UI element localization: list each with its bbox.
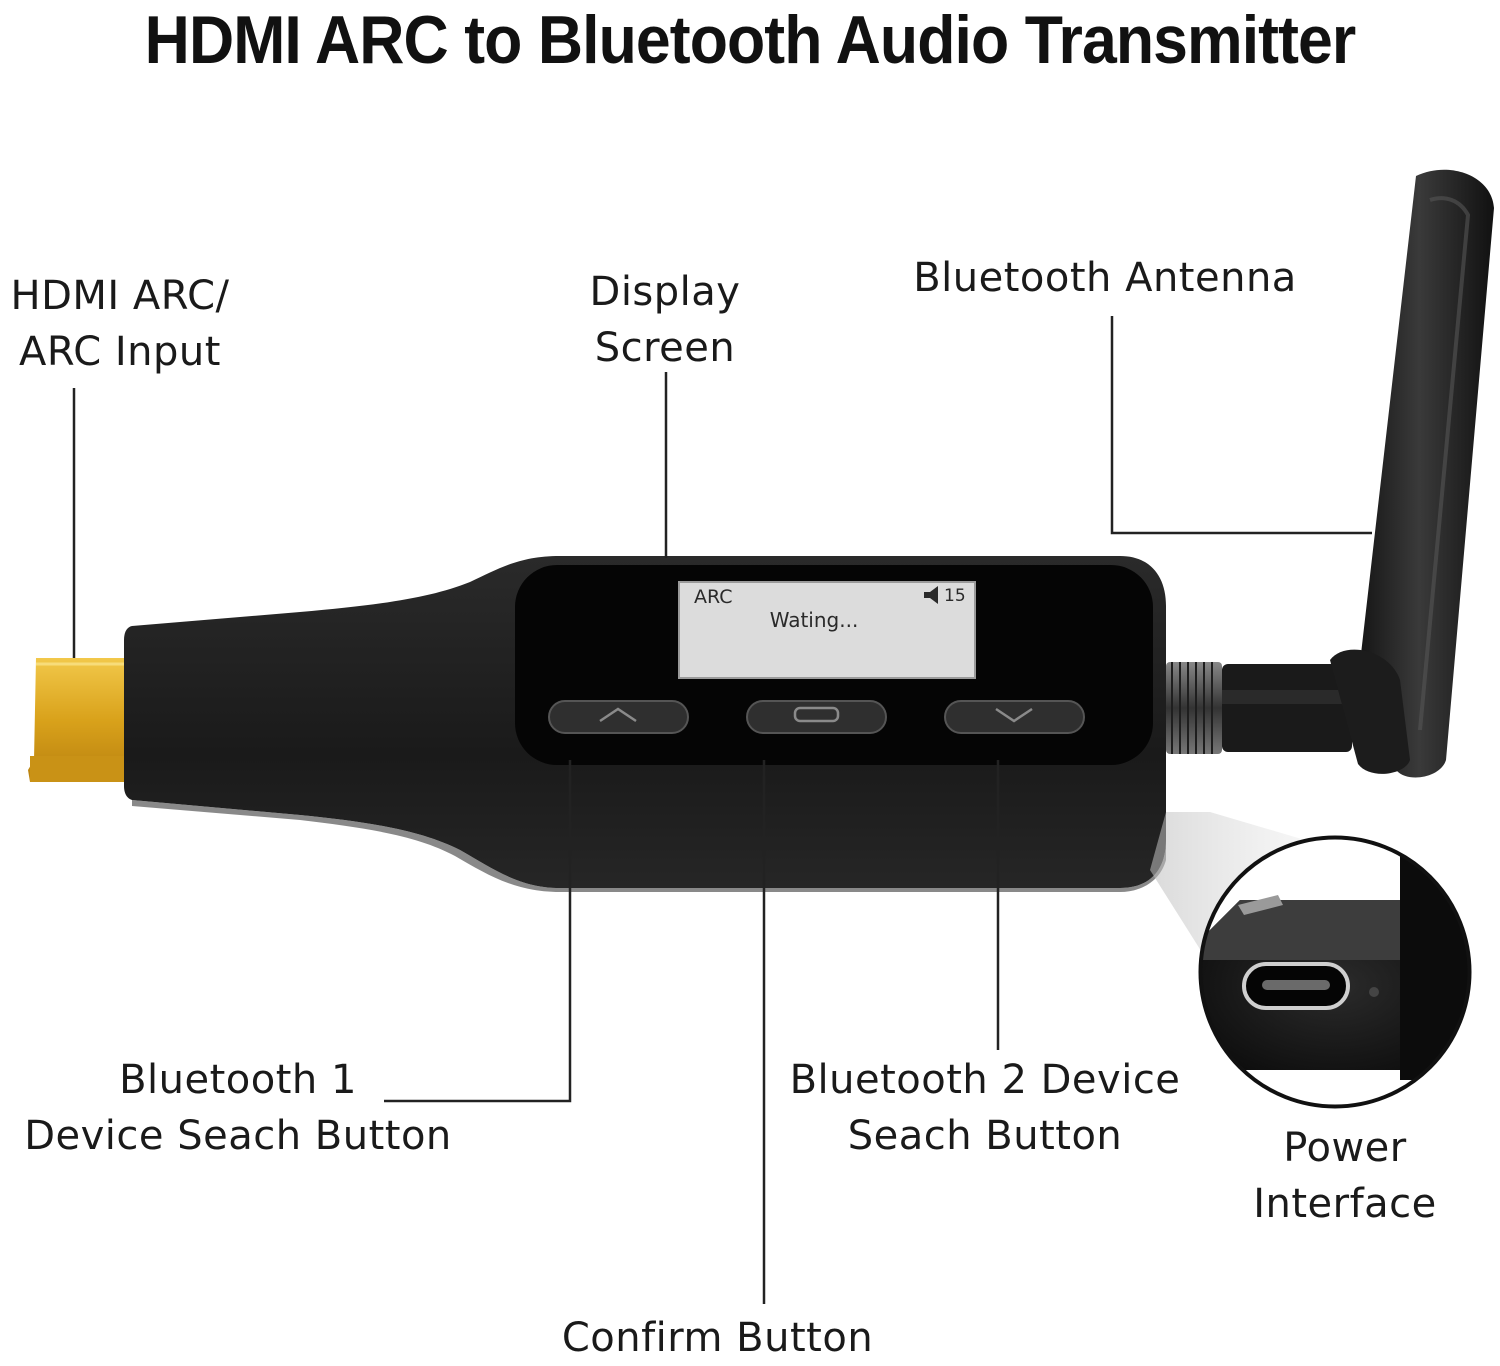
label-power-interface-line1: Power — [1283, 1125, 1407, 1171]
label-hdmi-input-line2: ARC Input — [19, 329, 221, 375]
label-power-interface-line2: Interface — [1253, 1181, 1437, 1227]
bluetooth-antenna — [1330, 169, 1494, 778]
label-hdmi-input: HDMI ARC/ ARC Input — [0, 268, 240, 380]
label-power-interface: Power Interface — [1230, 1120, 1460, 1232]
label-confirm-button: Confirm Button — [545, 1310, 890, 1366]
bt1-search-button[interactable] — [548, 700, 689, 734]
label-hdmi-input-line1: HDMI ARC/ — [10, 273, 230, 319]
label-bluetooth-antenna-line1: Bluetooth Antenna — [913, 255, 1297, 301]
leader-line-antenna — [1110, 316, 1372, 535]
label-bt2-button: Bluetooth 2 Device Seach Button — [775, 1052, 1195, 1164]
power-interface-zoom — [1198, 835, 1472, 1109]
volume-icon — [924, 586, 938, 604]
leader-line-bt1 — [384, 760, 572, 1103]
page-title: HDMI ARC to Bluetooth Audio Transmitter — [144, 2, 1357, 78]
hdmi-plug — [28, 658, 128, 782]
label-display-screen-line1: Display — [589, 269, 741, 315]
screen-status-text: Wating... — [770, 608, 859, 632]
label-display-screen: Display Screen — [560, 264, 770, 376]
antenna-connector — [1166, 662, 1352, 754]
label-bt1-button-line2: Device Seach Button — [24, 1113, 452, 1159]
display-screen: ARC 15 Wating... — [678, 581, 976, 679]
chevron-down-icon — [995, 707, 1033, 723]
label-bt2-button-line1: Bluetooth 2 Device — [789, 1057, 1181, 1103]
confirm-icon — [793, 706, 840, 723]
label-bt1-button-line1: Bluetooth 1 — [119, 1057, 357, 1103]
leader-lines — [72, 316, 1372, 1304]
chevron-up-icon — [599, 707, 637, 723]
label-bluetooth-antenna: Bluetooth Antenna — [890, 250, 1320, 306]
label-confirm-button-line1: Confirm Button — [561, 1315, 874, 1361]
confirm-button[interactable] — [746, 700, 887, 734]
label-bt2-button-line2: Seach Button — [847, 1113, 1123, 1159]
label-bt1-button: Bluetooth 1 Device Seach Button — [8, 1052, 468, 1164]
screen-volume-value: 15 — [944, 586, 966, 606]
screen-mode-label: ARC — [694, 586, 733, 608]
label-display-screen-line2: Screen — [594, 325, 736, 371]
bt2-search-button[interactable] — [944, 700, 1085, 734]
